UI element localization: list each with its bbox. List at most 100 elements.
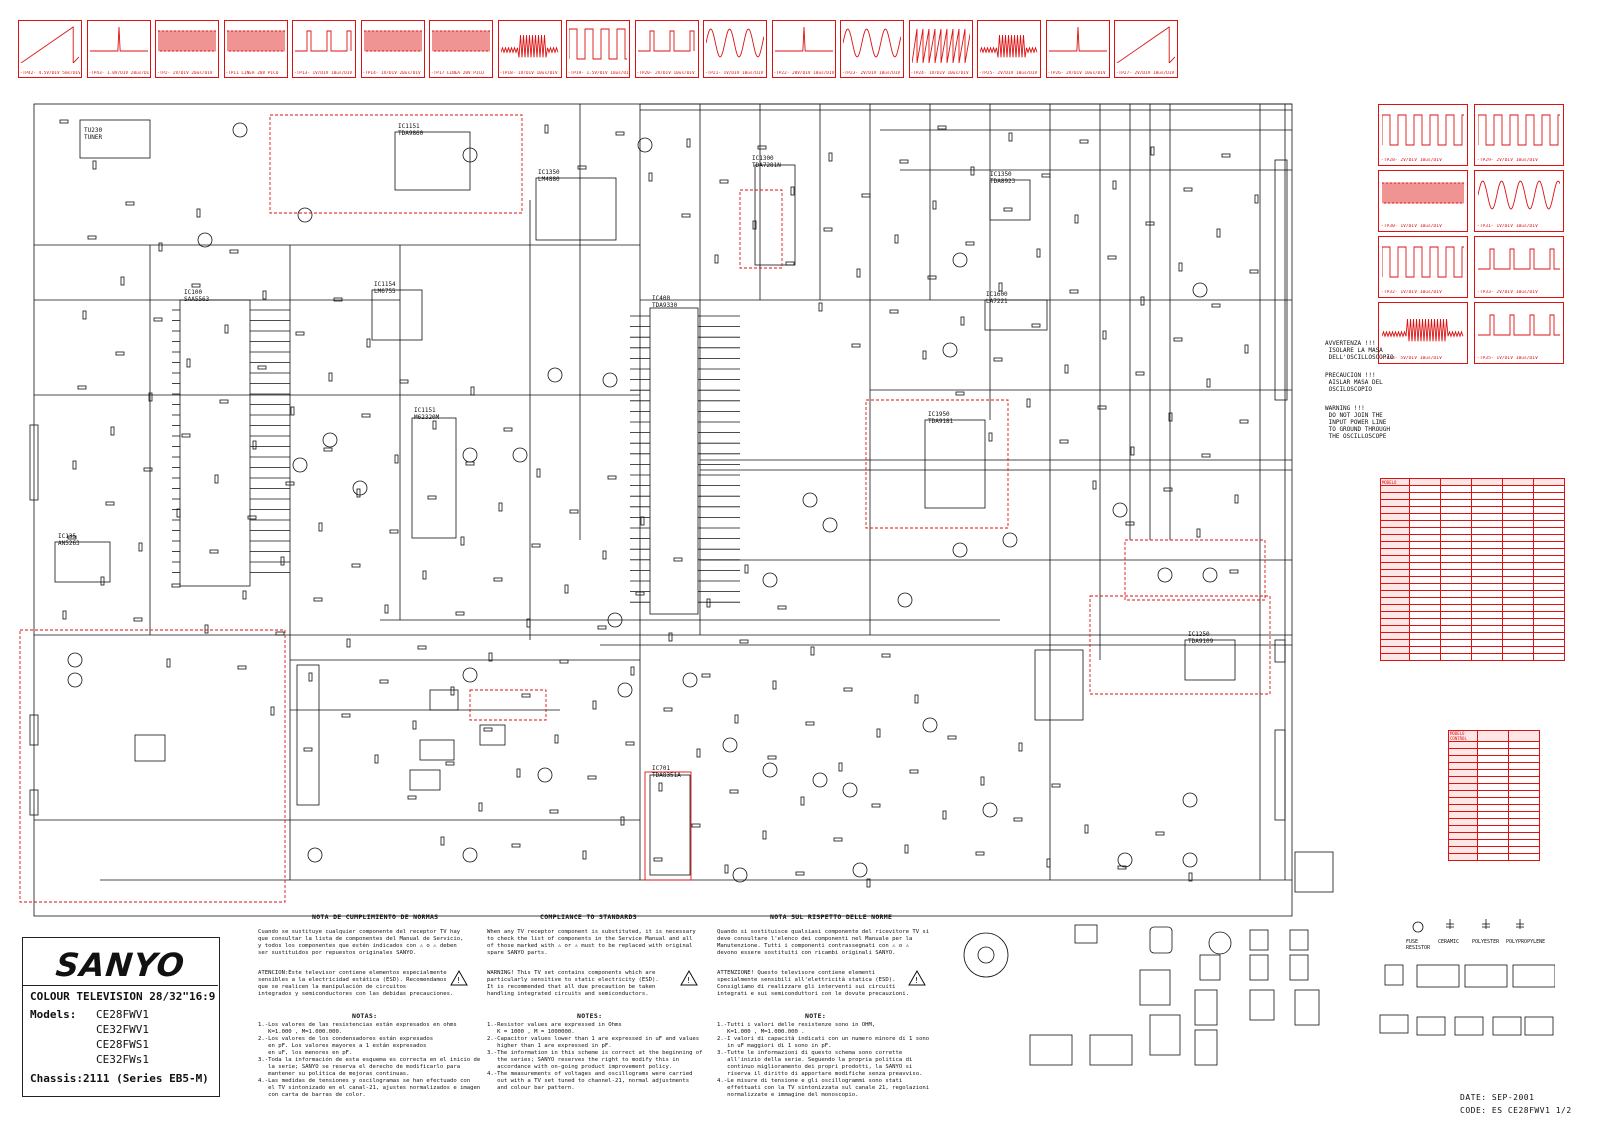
svg-text:!: ! xyxy=(914,976,919,985)
svg-text:RESISTOR: RESISTOR xyxy=(1406,945,1431,951)
ic-part-number: M62320M xyxy=(414,414,440,421)
warning-english: WARNING !!! DO NOT JOIN THE INPUT POWER … xyxy=(1325,405,1391,440)
waveform-caption: -TP23- 2V/DIV 10us/DIV xyxy=(842,71,901,76)
note-it-esd: ATTENZIONE! Questo televisore contiene e… xyxy=(717,970,909,997)
note-it-body: Quando si sostituisce qualsiasi componen… xyxy=(717,929,930,956)
ic-label: IC1250 xyxy=(1188,631,1210,638)
waveform-8: -TP19- 1.5V/DIV 10us/DIV xyxy=(566,20,630,78)
ic-part-number: LM4880 xyxy=(538,176,560,183)
waveform-caption: -TP20- 2V/DIV 10us/DIV xyxy=(636,71,695,76)
package-legend xyxy=(963,924,1320,1066)
ic-label: IC1950 xyxy=(928,411,950,418)
waveform-caption: -TP28- 2V/DIV 10us/DIV xyxy=(1381,158,1442,163)
code-label: CODE: ES CE28FWV1 1/2 xyxy=(1460,1106,1572,1115)
waveform-right-2: -TP30- 1V/DIV 10us/DIV xyxy=(1378,170,1468,232)
date-label: DATE: SEP-2001 xyxy=(1460,1093,1535,1102)
waveform-10: -TP21- 1V/DIV 10us/DIV xyxy=(703,20,767,78)
waveform-right-4: -TP32- 1V/DIV 10us/DIV xyxy=(1378,236,1468,298)
waveform-caption: -TP2- 2V/DIV 20us/DIV xyxy=(157,71,213,76)
waveform-0: -TP42- 4.5V/DIV 5ms/DIV xyxy=(18,20,82,78)
svg-text:!: ! xyxy=(456,976,461,985)
waveform-caption: -TP11 LINEA 20V PICO xyxy=(225,71,279,76)
chassis: Chassis:2111 (Series EB5-M) xyxy=(30,1072,209,1085)
waveform-caption: -TP27- 2V/DIV 10us/DIV xyxy=(1116,71,1175,76)
waveform-7: -TP18- 1V/DIV 10us/DIV xyxy=(497,20,562,78)
waveform-15: -TP26- 2V/DIV 10us/DIV xyxy=(1045,20,1110,78)
waveform-caption: -TP32- 1V/DIV 10us/DIV xyxy=(1381,290,1442,295)
legend-ceramic: CERAMIC xyxy=(1438,939,1459,945)
waveform-right-6: -TP34- 5V/DIV 10us/DIV xyxy=(1378,302,1468,364)
ic-label: IC135 xyxy=(58,533,76,540)
ic-label: IC1350 xyxy=(538,169,560,176)
ic-label: IC1154 xyxy=(374,281,396,288)
ic-label: IC1600 xyxy=(986,291,1008,298)
component-table-bottom: MODELO CONTROL xyxy=(1448,730,1540,861)
esd-warning-icon: ! xyxy=(680,970,698,986)
note-it-note-title: NOTE: xyxy=(805,1012,827,1020)
waveform-caption: -TP35- 1V/DIV 10us/DIV xyxy=(1477,356,1538,361)
note-en-notes: 1.-Resistor values are expressed in Ohms… xyxy=(487,1022,703,1091)
ic-part-number: LA7221 xyxy=(986,298,1008,305)
waveform-1: -TP43- 1.0V/DIV 20us/DIV xyxy=(86,20,151,78)
model-3: CE28FWS1 xyxy=(96,1038,149,1051)
symbol-legend: FUSE RESISTOR CERAMIC POLYESTER POLYPROP… xyxy=(1406,919,1545,951)
waveform-caption: -TP33- 2V/DIV 10us/DIV xyxy=(1477,290,1538,295)
waveform-5: -TP14- 1V/DIV 20us/DIV xyxy=(360,20,425,78)
models-label: Models: xyxy=(30,1008,77,1021)
waveform-4: -TP13- 1V/DIV 10us/DIV xyxy=(292,20,356,78)
esd-warning-icon: ! xyxy=(908,970,926,986)
waveform-right-0: -TP28- 2V/DIV 10us/DIV xyxy=(1378,104,1468,166)
svg-text:!: ! xyxy=(686,976,691,985)
ic-label: IC1151 xyxy=(398,123,420,130)
note-en-title: COMPLIANCE TO STANDARDS xyxy=(540,913,637,921)
ic-part-number: TDA8923 xyxy=(990,178,1016,185)
note-it-title: NOTA SUL RISPETTO DELLE NORME xyxy=(770,913,893,921)
waveform-9: -TP20- 2V/DIV 10us/DIV xyxy=(634,20,699,78)
waveform-caption: -TP21- 1V/DIV 10us/DIV xyxy=(705,71,764,76)
ic-part-number: LM6755 xyxy=(374,288,396,295)
waveform-14: -TP25- 2V/DIV 10us/DIV xyxy=(977,20,1041,78)
ic-package-legend xyxy=(1379,964,1555,1036)
ic-label: IC701 xyxy=(652,765,670,772)
legend-polypropylene: POLYPROPYLENE xyxy=(1506,939,1545,945)
waveform-caption: -TP14- 1V/DIV 20us/DIV xyxy=(362,71,421,76)
ic-part-number: TDA7281N xyxy=(752,162,781,169)
ic-part-number: TDA9181 xyxy=(928,418,954,425)
waveform-right-5: -TP33- 2V/DIV 10us/DIV xyxy=(1474,236,1564,298)
waveform-caption: -TP43- 1.0V/DIV 20us/DIV xyxy=(88,71,149,76)
ic-label: IC100 xyxy=(184,289,202,296)
waveform-11: -TP22- 20V/DIV 10us/DIV xyxy=(771,20,836,78)
waveform-right-7: -TP35- 1V/DIV 10us/DIV xyxy=(1474,302,1564,364)
waveform-caption: -TP13- 1V/DIV 10us/DIV xyxy=(294,71,353,76)
waveform-caption: -TP22- 20V/DIV 10us/DIV xyxy=(773,71,834,76)
note-es-notas: 1.-Los valores de las resistencias están… xyxy=(258,1022,481,1098)
model-4: CE32FWs1 xyxy=(96,1053,149,1066)
ic-part-number: TDA9109 xyxy=(1188,638,1214,645)
waveform-caption: -TP26- 2V/DIV 10us/DIV xyxy=(1047,71,1106,76)
waveform-12: -TP23- 2V/DIV 10us/DIV xyxy=(840,20,904,78)
ic-part-number: SAA5563 xyxy=(184,296,210,303)
title-block xyxy=(22,937,220,1097)
sanyo-logo: SANYO xyxy=(54,946,187,984)
waveform-caption: -TP24- 1V/DIV 10us/DIV xyxy=(910,71,969,76)
waveform-caption: -TP30- 1V/DIV 10us/DIV xyxy=(1381,224,1442,229)
waveform-3: -TP11 LINEA 20V PICO xyxy=(223,20,288,78)
model-2: CE32FWV1 xyxy=(96,1023,149,1036)
waveform-caption: -TP25- 2V/DIV 10us/DIV xyxy=(979,71,1038,76)
waveform-2: -TP2- 2V/DIV 20us/DIV xyxy=(155,20,219,78)
warning-spanish: PRECAUCION !!! AISLAR MASA DEL OSCILOSCO… xyxy=(1325,372,1383,393)
ic-label: TU230 xyxy=(84,127,102,134)
note-it-note: 1.-Tutti i valori delle resistenze sono … xyxy=(717,1022,930,1098)
legend-fuse-resistor: FUSE xyxy=(1406,939,1418,945)
ic-part-number: TDA9860 xyxy=(398,130,424,137)
waveform-right-3: -TP31- 1V/DIV 10us/DIV xyxy=(1474,170,1564,232)
title-line: COLOUR TELEVISION 28/32"16:9 xyxy=(30,990,216,1003)
ic-label: IC1350 xyxy=(990,171,1012,178)
ic-label: IC1151 xyxy=(414,407,436,414)
component-table-top: MODELO xyxy=(1380,478,1565,661)
waveform-caption: -TP17 LINEA 20V PICO xyxy=(431,71,484,76)
ic-part-number: TDA8351A xyxy=(652,772,681,779)
waveform-6: -TP17 LINEA 20V PICO xyxy=(429,20,493,78)
note-es-esd: ATENCION:Este televisor contiene element… xyxy=(258,970,454,997)
